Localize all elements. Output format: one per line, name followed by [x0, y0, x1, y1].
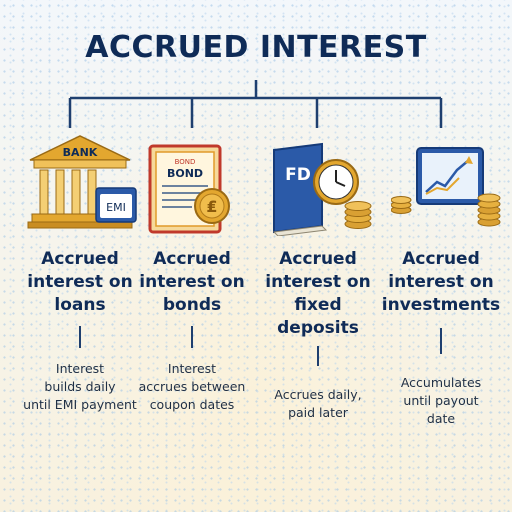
heading-line: interest on: [388, 272, 494, 292]
heading-line: bonds: [162, 295, 222, 315]
emi-label: EMI: [106, 201, 126, 214]
description-line: Accrues daily,: [274, 387, 362, 402]
description-line: until payout: [403, 393, 479, 408]
heading-line: Accrued: [402, 249, 480, 269]
fixed-deposits-heading: Accrued interest on fixed deposits: [254, 248, 382, 340]
description-line: accrues between: [138, 379, 246, 394]
fixed-deposits-description: Accrues daily, paid later: [254, 386, 382, 422]
fd-book-clock-icon: FD: [272, 142, 372, 236]
investments-connector: [440, 328, 442, 354]
investments-heading: Accrued interest on investments: [377, 248, 505, 317]
heading-line: interest on: [139, 272, 245, 292]
fd-label: FD: [285, 165, 311, 185]
description-line: builds daily: [44, 379, 116, 394]
bond-small-label: BOND: [175, 158, 196, 166]
bond-label: BOND: [167, 167, 203, 180]
heading-line: interest on: [265, 272, 371, 292]
loans-connector: [79, 326, 81, 348]
heading-line: interest on: [27, 272, 133, 292]
loans-description: Interest builds daily until EMI payment: [16, 360, 144, 414]
bank-building-icon: BANK EMI: [27, 135, 137, 229]
heading-line: deposits: [277, 318, 359, 338]
description-line: paid later: [288, 405, 348, 420]
description-line: coupon dates: [149, 397, 235, 412]
page-title: ACCRUED INTEREST: [85, 30, 427, 65]
bonds-connector: [191, 326, 193, 348]
description-line: Interest: [167, 361, 217, 376]
coin-symbol: ₤: [206, 197, 217, 216]
description-line: Interest: [55, 361, 105, 376]
heading-line: Accrued: [41, 249, 119, 269]
description-line: Accumulates: [400, 375, 482, 390]
heading-line: Accrued: [153, 249, 231, 269]
description-line: date: [426, 411, 456, 426]
bond-certificate-icon: BOND BOND ₤: [148, 144, 230, 234]
bonds-description: Interest accrues between coupon dates: [128, 360, 256, 414]
heading-line: Accrued: [279, 249, 357, 269]
investments-description: Accumulates until payout date: [377, 374, 505, 428]
description-line: until EMI payment: [23, 397, 137, 412]
loans-heading: Accrued interest on loans: [16, 248, 144, 317]
heading-line: loans: [54, 295, 106, 315]
fixed-deposits-connector: [317, 346, 319, 366]
heading-line: fixed: [294, 295, 342, 315]
bonds-heading: Accrued interest on bonds: [128, 248, 256, 317]
bank-label: BANK: [63, 146, 98, 159]
heading-line: investments: [381, 295, 501, 315]
investment-chart-icon: [391, 147, 501, 227]
